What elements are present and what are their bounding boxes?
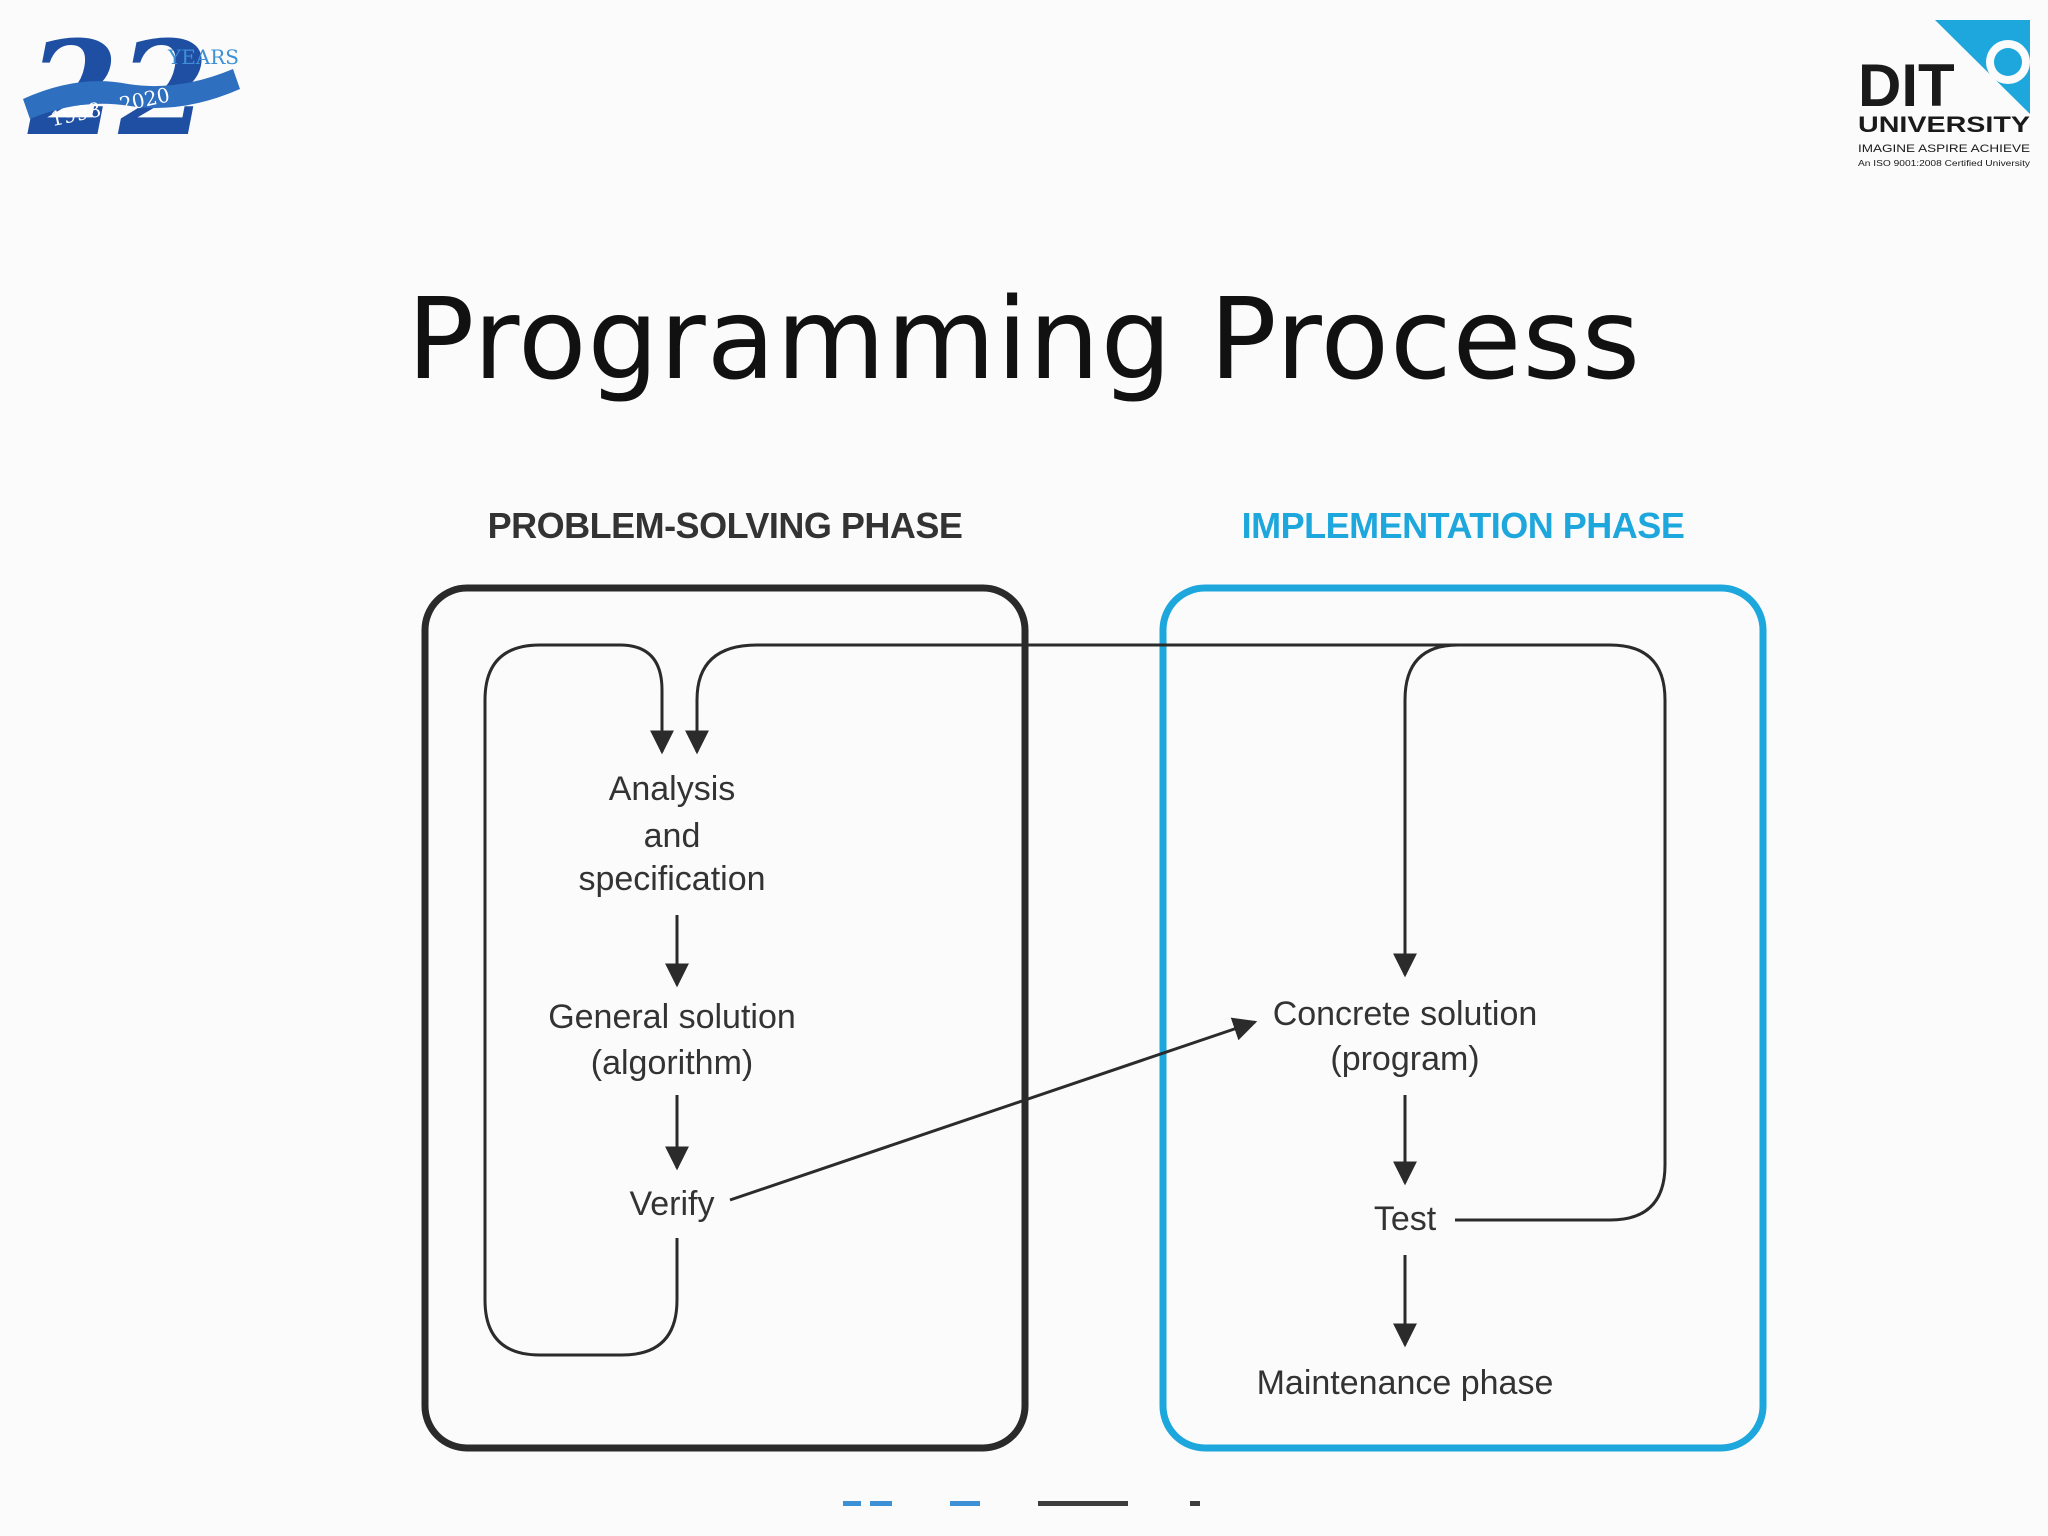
loop-to-concrete-arrow xyxy=(1393,643,1459,978)
general-solution-label-line1: General solution xyxy=(548,998,796,1036)
dit-name: DIT xyxy=(1858,52,1955,119)
test-label: Test xyxy=(1374,1200,1437,1238)
anniversary-logo: 22 1998 - 2020 YEARS xyxy=(23,14,240,154)
analysis-label-line1: Analysis xyxy=(609,770,736,808)
dit-motto: IMAGINE ASPIRE ACHIEVE xyxy=(1858,143,2030,155)
gear-icon xyxy=(1935,20,2030,114)
concrete-solution-label-line1: Concrete solution xyxy=(1273,995,1538,1033)
logo-years: YEARS xyxy=(167,45,239,69)
dit-university-logo: DIT UNIVERSITY IMAGINE ASPIRE ACHIEVE An… xyxy=(1858,20,2030,168)
dit-university-word: UNIVERSITY xyxy=(1858,112,2030,137)
revise-loop-arrow xyxy=(483,643,679,1357)
problem-solving-phase-box xyxy=(421,584,1029,1452)
concrete-solution-label-line2: (program) xyxy=(1330,1040,1479,1078)
dit-certification: An ISO 9001:2008 Certified University xyxy=(1858,159,2030,168)
analysis-label-line2: and xyxy=(644,817,701,855)
cropped-caption xyxy=(843,1501,1200,1506)
verify-to-concrete-arrow xyxy=(729,1017,1258,1202)
problem-solving-phase-label: PROBLEM-SOLVING PHASE xyxy=(488,505,963,546)
slide-title: Programming Process xyxy=(406,275,1642,405)
implementation-phase-label: IMPLEMENTATION PHASE xyxy=(1242,505,1685,546)
analysis-label-line3: specification xyxy=(578,860,765,898)
ribbon-shape xyxy=(23,69,240,119)
general-solution-label-line2: (algorithm) xyxy=(591,1044,753,1082)
implementation-phase-box xyxy=(1159,584,1767,1452)
verify-label: Verify xyxy=(629,1185,714,1223)
test-to-analysis-arrow xyxy=(685,643,1667,1222)
maintenance-label: Maintenance phase xyxy=(1257,1364,1554,1402)
